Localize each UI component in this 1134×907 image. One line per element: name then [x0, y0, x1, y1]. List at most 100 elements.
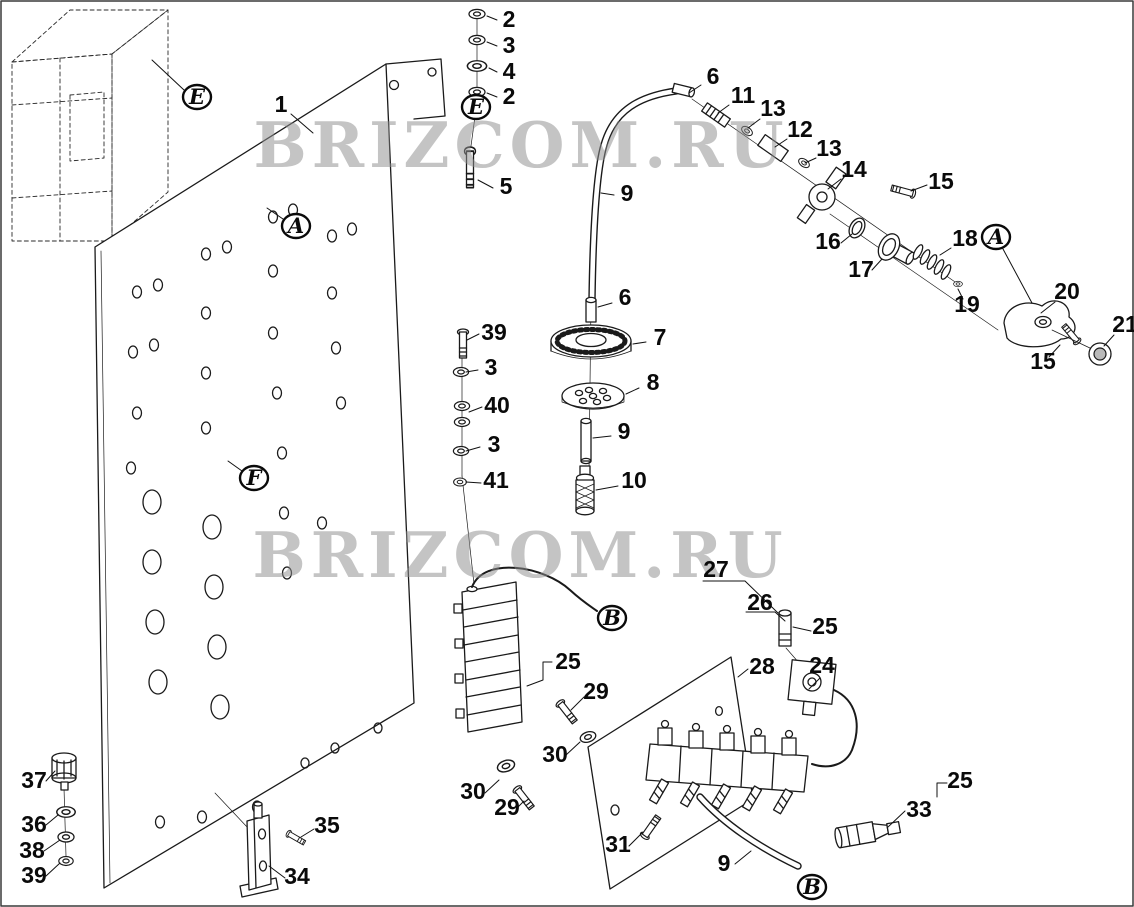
part-6-connector: [585, 296, 597, 323]
leader-line: [632, 341, 647, 345]
part-label-33: 33: [906, 796, 932, 822]
leader-line: [45, 770, 56, 782]
leader-line: [565, 741, 581, 756]
part-12-spacer: [757, 133, 789, 163]
regulator-assembly: [671, 82, 1112, 366]
leader-line: [592, 435, 612, 439]
leader-line: [1040, 301, 1056, 314]
part-33-union: [834, 821, 902, 849]
part-14-body: [796, 166, 847, 225]
leader-line: [465, 369, 479, 373]
part-label-9: 9: [618, 418, 631, 444]
part-label-29: 29: [494, 794, 520, 820]
part-label-30: 30: [460, 778, 486, 804]
leader-line: [957, 288, 964, 300]
view-letter-A: A: [986, 224, 1004, 249]
part-label-12: 12: [787, 116, 813, 142]
view-letter-B: B: [802, 874, 821, 899]
part-label-20: 20: [1054, 278, 1080, 304]
leader-line: [600, 192, 615, 196]
part-label-41: 41: [483, 467, 509, 493]
filler-cap-assembly: [550, 296, 632, 516]
part-18-spring: [912, 244, 952, 280]
part-10-filter: [575, 465, 595, 516]
leader-line: [486, 41, 498, 47]
part-label-6: 6: [707, 63, 720, 89]
part-7-cap: [550, 324, 632, 360]
leader-line: [465, 446, 481, 452]
leader-line: [737, 668, 749, 678]
leader-line: [486, 15, 498, 21]
leader-line: [827, 178, 842, 190]
part-17-piston: [877, 233, 915, 265]
leader-line: [227, 460, 243, 472]
leader-line: [151, 59, 185, 91]
watermark-text: BRIZCOM.RU: [252, 518, 787, 592]
leader-line: [484, 779, 500, 794]
leader-line: [466, 333, 480, 341]
mid-fasteners: [452, 328, 475, 585]
part-label-37: 37: [21, 767, 47, 793]
part-label-17: 17: [848, 256, 874, 282]
leader-line: [936, 782, 948, 798]
part-label-8: 8: [647, 369, 660, 395]
view-marker-B: [596, 604, 628, 632]
part-label-7: 7: [654, 324, 667, 350]
part-label-31: 31: [605, 831, 631, 857]
watermark-text: BRIZCOM.RU: [253, 108, 788, 182]
part-9-standpipe: [580, 417, 592, 465]
leader-line: [1048, 344, 1061, 358]
part-label-19: 19: [954, 291, 980, 317]
part-34-bracket: [239, 801, 279, 898]
part-8-disc: [561, 382, 625, 410]
part-label-27: 27: [703, 556, 729, 582]
leader-line: [570, 696, 585, 711]
part-label-30: 30: [542, 741, 568, 767]
part-label-5: 5: [500, 173, 513, 199]
part-26-nipple: [778, 609, 801, 665]
leader-line: [747, 118, 761, 129]
view-letter-F: F: [246, 465, 264, 490]
leader-line: [266, 207, 284, 220]
part-label-16: 16: [815, 228, 841, 254]
part-label-24: 24: [809, 652, 835, 678]
leader-line: [526, 661, 553, 687]
leader-line: [840, 233, 853, 244]
part-label-36: 36: [21, 811, 47, 837]
leader-line: [595, 485, 619, 491]
part-label-3: 3: [503, 32, 516, 58]
background-cabinet: [11, 9, 169, 242]
part-label-35: 35: [314, 812, 340, 838]
part-label-34: 34: [284, 863, 310, 889]
leader-line: [871, 258, 883, 271]
part-label-40: 40: [484, 392, 510, 418]
leader-line: [268, 865, 286, 879]
part-label-39: 39: [21, 862, 47, 888]
part-label-2: 2: [503, 83, 516, 109]
leader-line: [45, 814, 59, 826]
part-label-15: 15: [1030, 348, 1056, 374]
leader-line: [717, 104, 730, 114]
part-label-13: 13: [760, 95, 786, 121]
heater-block: [453, 566, 598, 733]
leader-line: [465, 481, 482, 484]
part-label-11: 11: [731, 82, 756, 108]
view-marker-E: [460, 93, 492, 121]
leader-line: [516, 800, 525, 809]
leader-line: [300, 828, 315, 838]
part-label-25: 25: [812, 613, 838, 639]
part-21-cap: [1088, 342, 1112, 366]
view-letter-E: E: [188, 84, 206, 109]
leader-line: [488, 67, 498, 73]
leader-line: [774, 138, 788, 148]
part-24-valve: [787, 659, 837, 717]
view-letter-A: A: [286, 213, 304, 238]
part-16-oring: [848, 217, 866, 239]
leader-line: [486, 92, 498, 98]
leader-line: [702, 580, 779, 614]
view-letter-B: B: [602, 605, 621, 630]
